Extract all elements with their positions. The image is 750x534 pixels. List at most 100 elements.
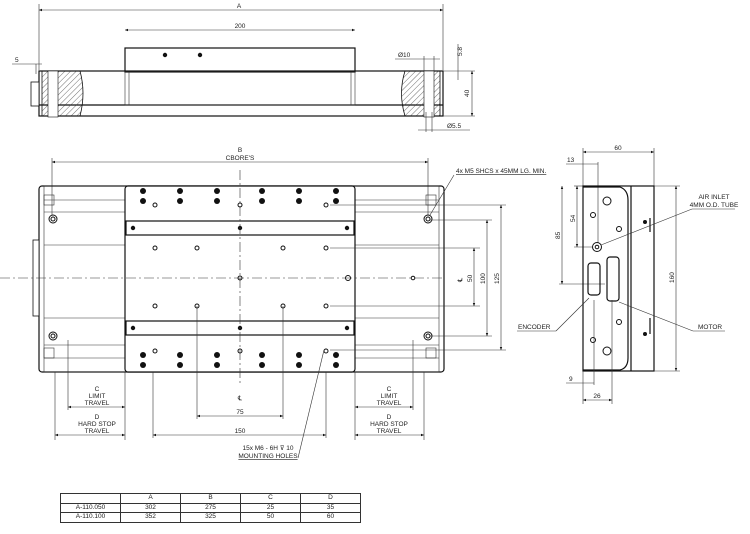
dim-50-label: 50 [467,274,474,282]
tapped-hole-icon [259,352,265,358]
left-d-travel: TRAVEL [85,428,110,435]
encoder-label: ENCODER [518,324,551,331]
tapped-hole-icon [333,188,339,194]
centerline-symbol-right: ℄ [457,277,464,283]
tapped-hole-icon [177,188,183,194]
cbore-inner-icon [50,216,56,222]
side-dim-60: 60 [614,145,622,152]
mounting-hole-icon [323,245,329,251]
table-row: A-110.100 352 325 50 60 [60,512,361,523]
table-cell: A-110.050 [60,502,121,513]
side-dim-26: 26 [593,393,601,400]
tapped-hole-icon [140,352,146,358]
table-header: D [300,493,361,504]
tapped-hole-icon [259,188,265,194]
mounting-hole-icon [152,245,158,251]
right-d-hard-stop: HARD STOP [370,421,408,428]
table-cell: 325 [180,512,241,523]
dim-125-label: 125 [494,273,501,284]
tapped-hole-icon [333,362,339,368]
dim-5-8-label: 5.8 [457,47,464,56]
tapped-hole-icon [140,362,146,368]
tapped-hole-icon [296,198,302,204]
right-c-travel: TRAVEL [377,400,402,407]
mounting-hole-icon [323,348,329,354]
dim-200-label: 200 [235,23,246,30]
holes-note-2: MOUNTING HOLES [238,453,298,460]
cbore-inner-icon [425,216,431,222]
tapped-hole-icon [296,188,302,194]
encoder-connector [587,262,601,296]
mounting-hole-icon [152,348,158,354]
tapped-hole-icon [214,362,220,368]
tapped-hole-icon [140,188,146,194]
tapped-hole-icon [177,352,183,358]
stage-body-top [38,70,444,117]
table-cell: A-110.100 [60,512,121,523]
tapped-hole-icon [214,352,220,358]
table-row: A-110.050 302 275 25 35 [60,502,361,513]
tapped-hole-icon [333,352,339,358]
left-d-label: D [95,414,100,421]
tapped-hole-icon [214,188,220,194]
mounting-hole-icon [152,303,158,309]
table-cell: 302 [120,502,181,513]
dim-b-note: CBORE'S [226,155,255,162]
dim-150-label: 150 [235,428,246,435]
dim-5-label: 5 [15,57,19,64]
table-header: C [240,493,301,504]
right-d-label: D [387,414,392,421]
motor-connector [606,256,620,302]
table-cell: 352 [120,512,181,523]
dim-b-label: B [238,147,242,154]
left-d-hard-stop: HARD STOP [78,421,116,428]
mounting-hole-icon [280,245,286,251]
mounting-hole-icon [323,303,329,309]
table-header [60,493,121,504]
mounting-hole-icon [152,202,158,208]
side-dim-54: 54 [570,214,577,222]
side-body [582,185,655,372]
mounting-hole-icon [194,245,200,251]
front-view: B CBORE'S 4x M5 SHCS x 45MM LG. MIN. 50 … [0,147,546,460]
motor-label: MOTOR [698,324,722,331]
dim-75-label: 75 [236,409,244,416]
table-cell: 25 [240,502,301,513]
tapped-hole-icon [214,198,220,204]
cbore-inner-icon [425,333,431,339]
side-view: 60 13 54 85 160 9 26 AIR INLET 4MM O.D. [517,145,739,404]
table-cell: 60 [300,512,361,523]
tapped-hole-icon [344,325,350,331]
screw-note: 4x M5 SHCS x 45MM LG. MIN. [456,168,546,175]
table-cell: 35 [300,502,361,513]
cbore-inner-icon [50,333,56,339]
table-header-row: A B C D [60,493,361,504]
air-inlet-label: AIR INLET [698,194,729,201]
right-d-travel: TRAVEL [377,428,402,435]
air-inlet-tube-label: 4MM O.D. TUBE [690,202,739,209]
right-c-limit: LIMIT [381,393,398,400]
mounting-hole-icon [323,202,329,208]
tapped-hole-icon [177,198,183,204]
dim-dia10-label: Ø10 [398,52,411,59]
cbore-holes [48,214,433,341]
table-header: A [120,493,181,504]
dim-dia5-5-label: Ø5.5 [447,123,461,130]
left-c-limit: LIMIT [89,393,106,400]
tapped-hole-icon [177,362,183,368]
table-header: B [180,493,241,504]
tapped-hole-icon [296,362,302,368]
tapped-hole-icon [130,325,136,331]
tapped-hole-icon [333,198,339,204]
tapped-hole-icon [130,225,136,231]
dim-40-label: 40 [464,89,471,97]
tapped-hole-icon [259,362,265,368]
left-c-travel: TRAVEL [85,400,110,407]
centerline-symbol-bottom: ℄ [237,395,243,402]
left-c-label: C [95,386,100,393]
connector-stub [30,81,40,107]
carriage-top [124,47,356,73]
side-dim-13: 13 [567,157,575,164]
table-cell: 275 [180,502,241,513]
tapped-hole-icon [344,225,350,231]
